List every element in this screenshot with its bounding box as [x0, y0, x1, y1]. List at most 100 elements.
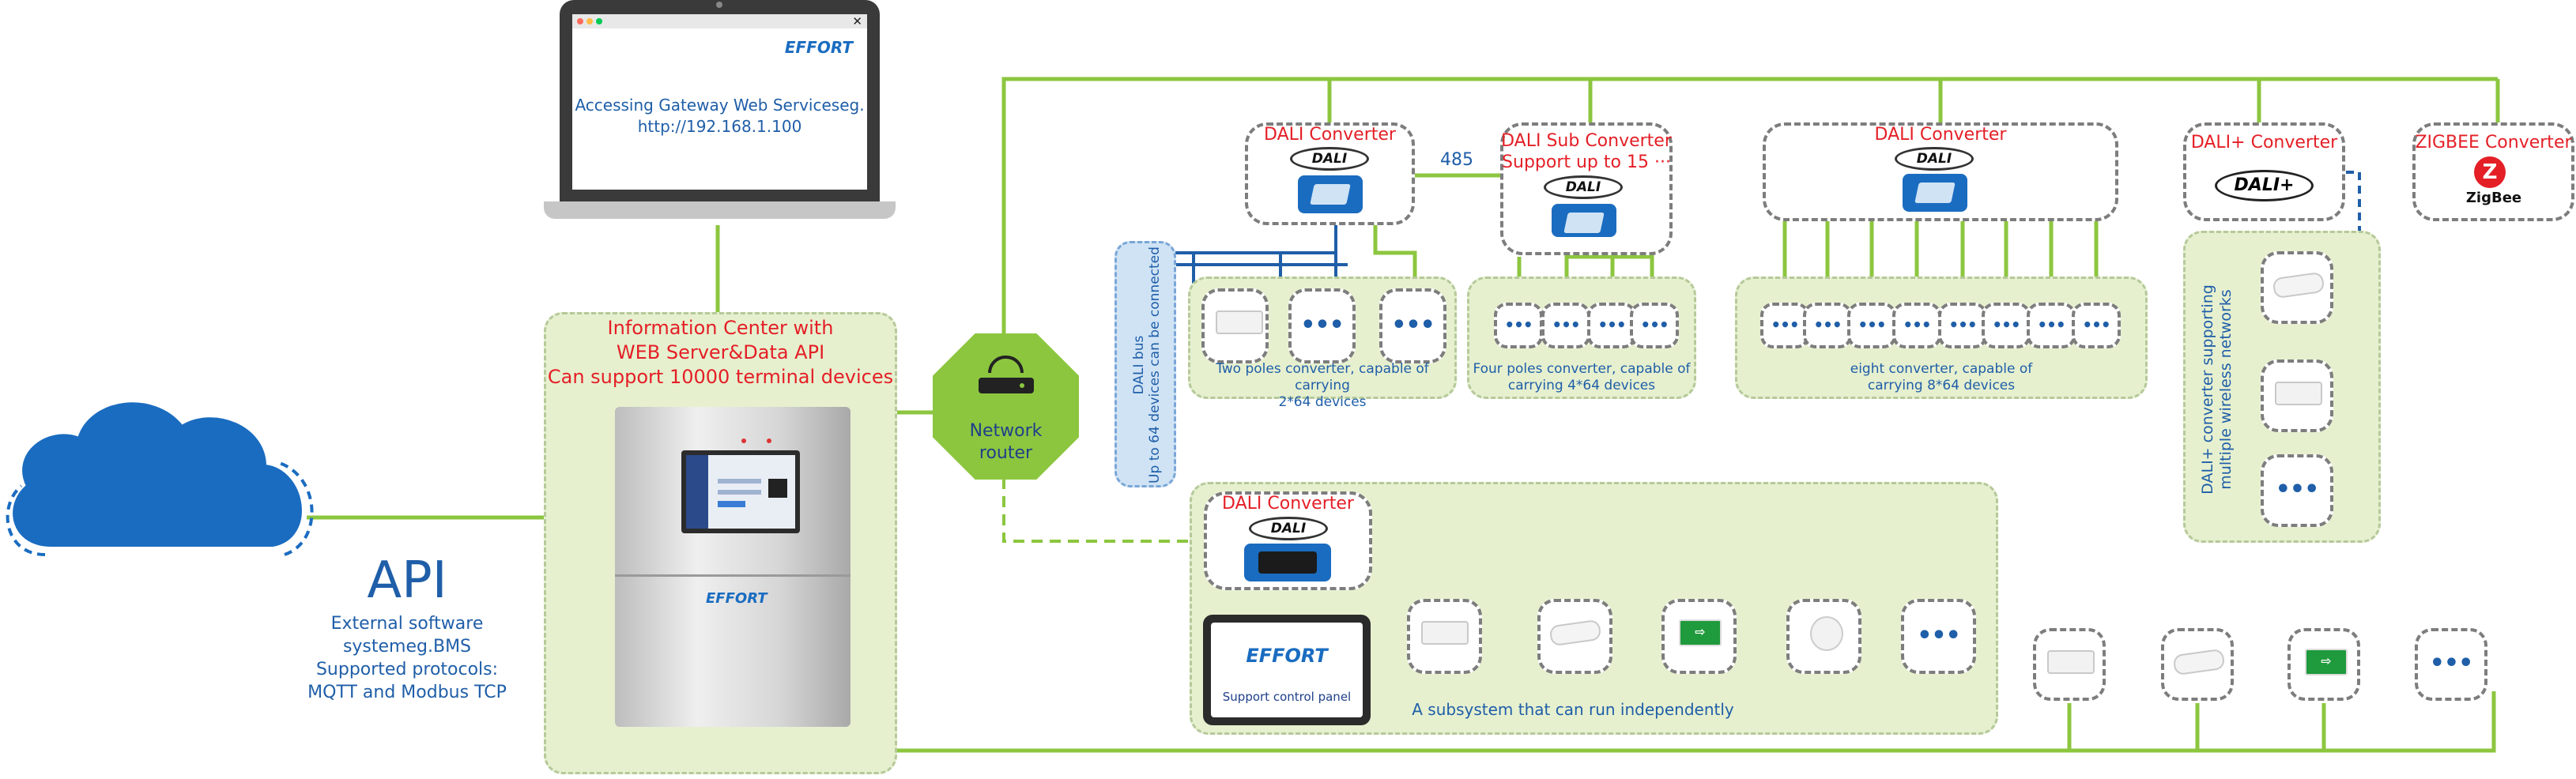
caption-line: Two poles converter, capable of carrying	[1216, 361, 1429, 393]
touchscreen-display	[686, 455, 795, 529]
close-dot-icon[interactable]	[577, 18, 583, 24]
control-panel-label: Support control panel	[1222, 690, 1352, 704]
light-fixture-device	[2261, 359, 2333, 432]
sensor-icon	[1810, 616, 1843, 651]
api-line: External software	[330, 614, 484, 634]
fixture-icon	[2275, 382, 2322, 405]
dali-bus-label: DALI bus Up to 64 devices can be connect…	[1131, 242, 1163, 488]
more-devices-item: •••	[1901, 599, 1976, 674]
dali-bus-line: Up to 64 devices can be connected	[1147, 246, 1163, 484]
caption-line: carrying 8*64 devices	[1867, 378, 2016, 393]
close-icon[interactable]: ✕	[852, 14, 862, 28]
ellipsis-icon: •••	[1504, 314, 1533, 334]
subsystem-caption: A subsystem that can run independently	[1412, 700, 1734, 719]
maximize-dot-icon[interactable]	[596, 18, 602, 24]
router-icon	[972, 356, 1039, 399]
ellipsis-icon: •••	[1391, 310, 1435, 339]
more-devices-item: •••	[2415, 628, 2487, 701]
ellipsis-icon: •••	[1917, 621, 1961, 649]
cabinet-divider	[615, 574, 850, 577]
control-panel-logo: EFFORT	[1246, 645, 1328, 667]
more-devices-item: •••	[2072, 303, 2121, 348]
zigbee-wordmark: ZigBee	[2465, 190, 2522, 206]
fixture-icon	[1216, 310, 1263, 334]
router-label: Network router	[933, 420, 1079, 465]
cloud-icon	[6, 402, 314, 556]
laptop-text: Accessing Gateway Web Serviceseg. http:/…	[572, 95, 867, 137]
touchscreen-sidebar	[686, 455, 708, 529]
more-devices-item: •••	[1541, 303, 1590, 348]
info-center-title: Information Center with WEB Server&Data …	[544, 316, 897, 390]
dali-logo-icon: DALI	[1544, 175, 1623, 199]
router-line: router	[979, 443, 1033, 463]
more-devices-item: •••	[2027, 303, 2076, 348]
more-devices-item: •••	[1803, 303, 1852, 348]
sensor-device	[1786, 599, 1861, 674]
minimize-dot-icon[interactable]	[586, 18, 593, 24]
exit-sign-icon: ⇨	[2305, 649, 2348, 676]
dali-bus-line: DALI bus	[1131, 335, 1147, 395]
more-devices-item: •••	[1847, 303, 1896, 348]
control-panel[interactable]: EFFORT Support control panel	[1203, 615, 1371, 725]
line-top-backbone	[1001, 77, 2498, 344]
converter-device-icon	[1244, 544, 1331, 581]
ellipsis-icon: •••	[1597, 314, 1626, 334]
converter-device-icon	[1903, 174, 1967, 212]
converter-device-icon	[1298, 175, 1363, 213]
caption-line: Four poles converter, capable of	[1473, 361, 1691, 377]
ellipsis-icon: •••	[1903, 314, 1931, 334]
touchscreen-field	[718, 490, 761, 495]
light-fixture-device	[1407, 599, 1482, 674]
dali-logo-icon: DALI	[1895, 147, 1974, 171]
effort-logo: EFFORT	[784, 38, 853, 57]
cabinet-logo: EFFORT	[706, 590, 768, 607]
dali-bus-panel	[1115, 241, 1176, 487]
touchscreen	[681, 450, 800, 533]
ellipsis-icon: •••	[2082, 314, 2110, 334]
info-center-line: WEB Server&Data API	[616, 341, 825, 363]
zigbee-logo-icon: Z	[2474, 156, 2506, 188]
info-center-line: Information Center with	[607, 317, 834, 339]
api-line: MQTT and Modbus TCP	[307, 683, 507, 702]
more-devices-item: •••	[1587, 303, 1636, 348]
light-fixture-device	[2033, 628, 2106, 701]
dali-converter-8-title: DALI Converter	[1874, 125, 2007, 145]
title-line: DALI Sub Converter	[1501, 131, 1672, 151]
zigbee-title: ZIGBEE Converter	[2415, 133, 2572, 152]
laptop-camera	[716, 2, 722, 8]
dali-sub-caption: Four poles converter, capable of carryin…	[1467, 361, 1696, 394]
ellipsis-icon: •••	[1948, 314, 1977, 334]
more-devices-item: •••	[1288, 288, 1356, 363]
caption-line: eight converter, capable of	[1850, 361, 2033, 377]
ellipsis-icon: •••	[1552, 314, 1580, 334]
light-fixture-device	[1537, 599, 1612, 674]
light-fixture-device	[1201, 288, 1269, 363]
exit-sign-device: ⇨	[2287, 628, 2360, 701]
dali-converter-8-caption: eight converter, capable of carrying 8*6…	[1735, 361, 2148, 394]
touchscreen-button	[718, 501, 745, 507]
api-description: External software systemeg.BMS Supported…	[273, 612, 541, 704]
converter-device-icon	[1552, 204, 1616, 237]
touchscreen-field	[718, 479, 761, 484]
side-line: DALI+ converter supporting	[2199, 284, 2216, 495]
laptop-line: Accessing Gateway Web Serviceseg.	[575, 96, 865, 115]
ellipsis-icon: •••	[1992, 314, 2020, 334]
browser-titlebar: ✕	[572, 14, 867, 28]
api-line: Supported protocols:	[315, 660, 499, 679]
dali-logo-icon: DALI	[1249, 517, 1328, 540]
more-devices-item: •••	[1938, 303, 1987, 348]
api-title: API	[367, 551, 447, 610]
qr-code-icon	[768, 479, 787, 498]
ellipsis-icon: •••	[1771, 314, 1799, 334]
light-fixture-device	[2161, 628, 2234, 701]
dali-bus-lines	[1170, 225, 1348, 288]
ellipsis-icon: •••	[2429, 649, 2474, 677]
more-devices-item: •••	[1982, 303, 2031, 348]
line-bottom-backbone	[895, 691, 2496, 753]
ellipsis-icon: •••	[2275, 475, 2320, 503]
dali-plus-converter	[2183, 122, 2345, 221]
ellipsis-icon: •••	[1640, 314, 1669, 334]
dali-plus-side-label: DALI+ converter supporting multiple wire…	[2199, 275, 2235, 504]
exit-sign-icon: ⇨	[1679, 619, 1722, 646]
